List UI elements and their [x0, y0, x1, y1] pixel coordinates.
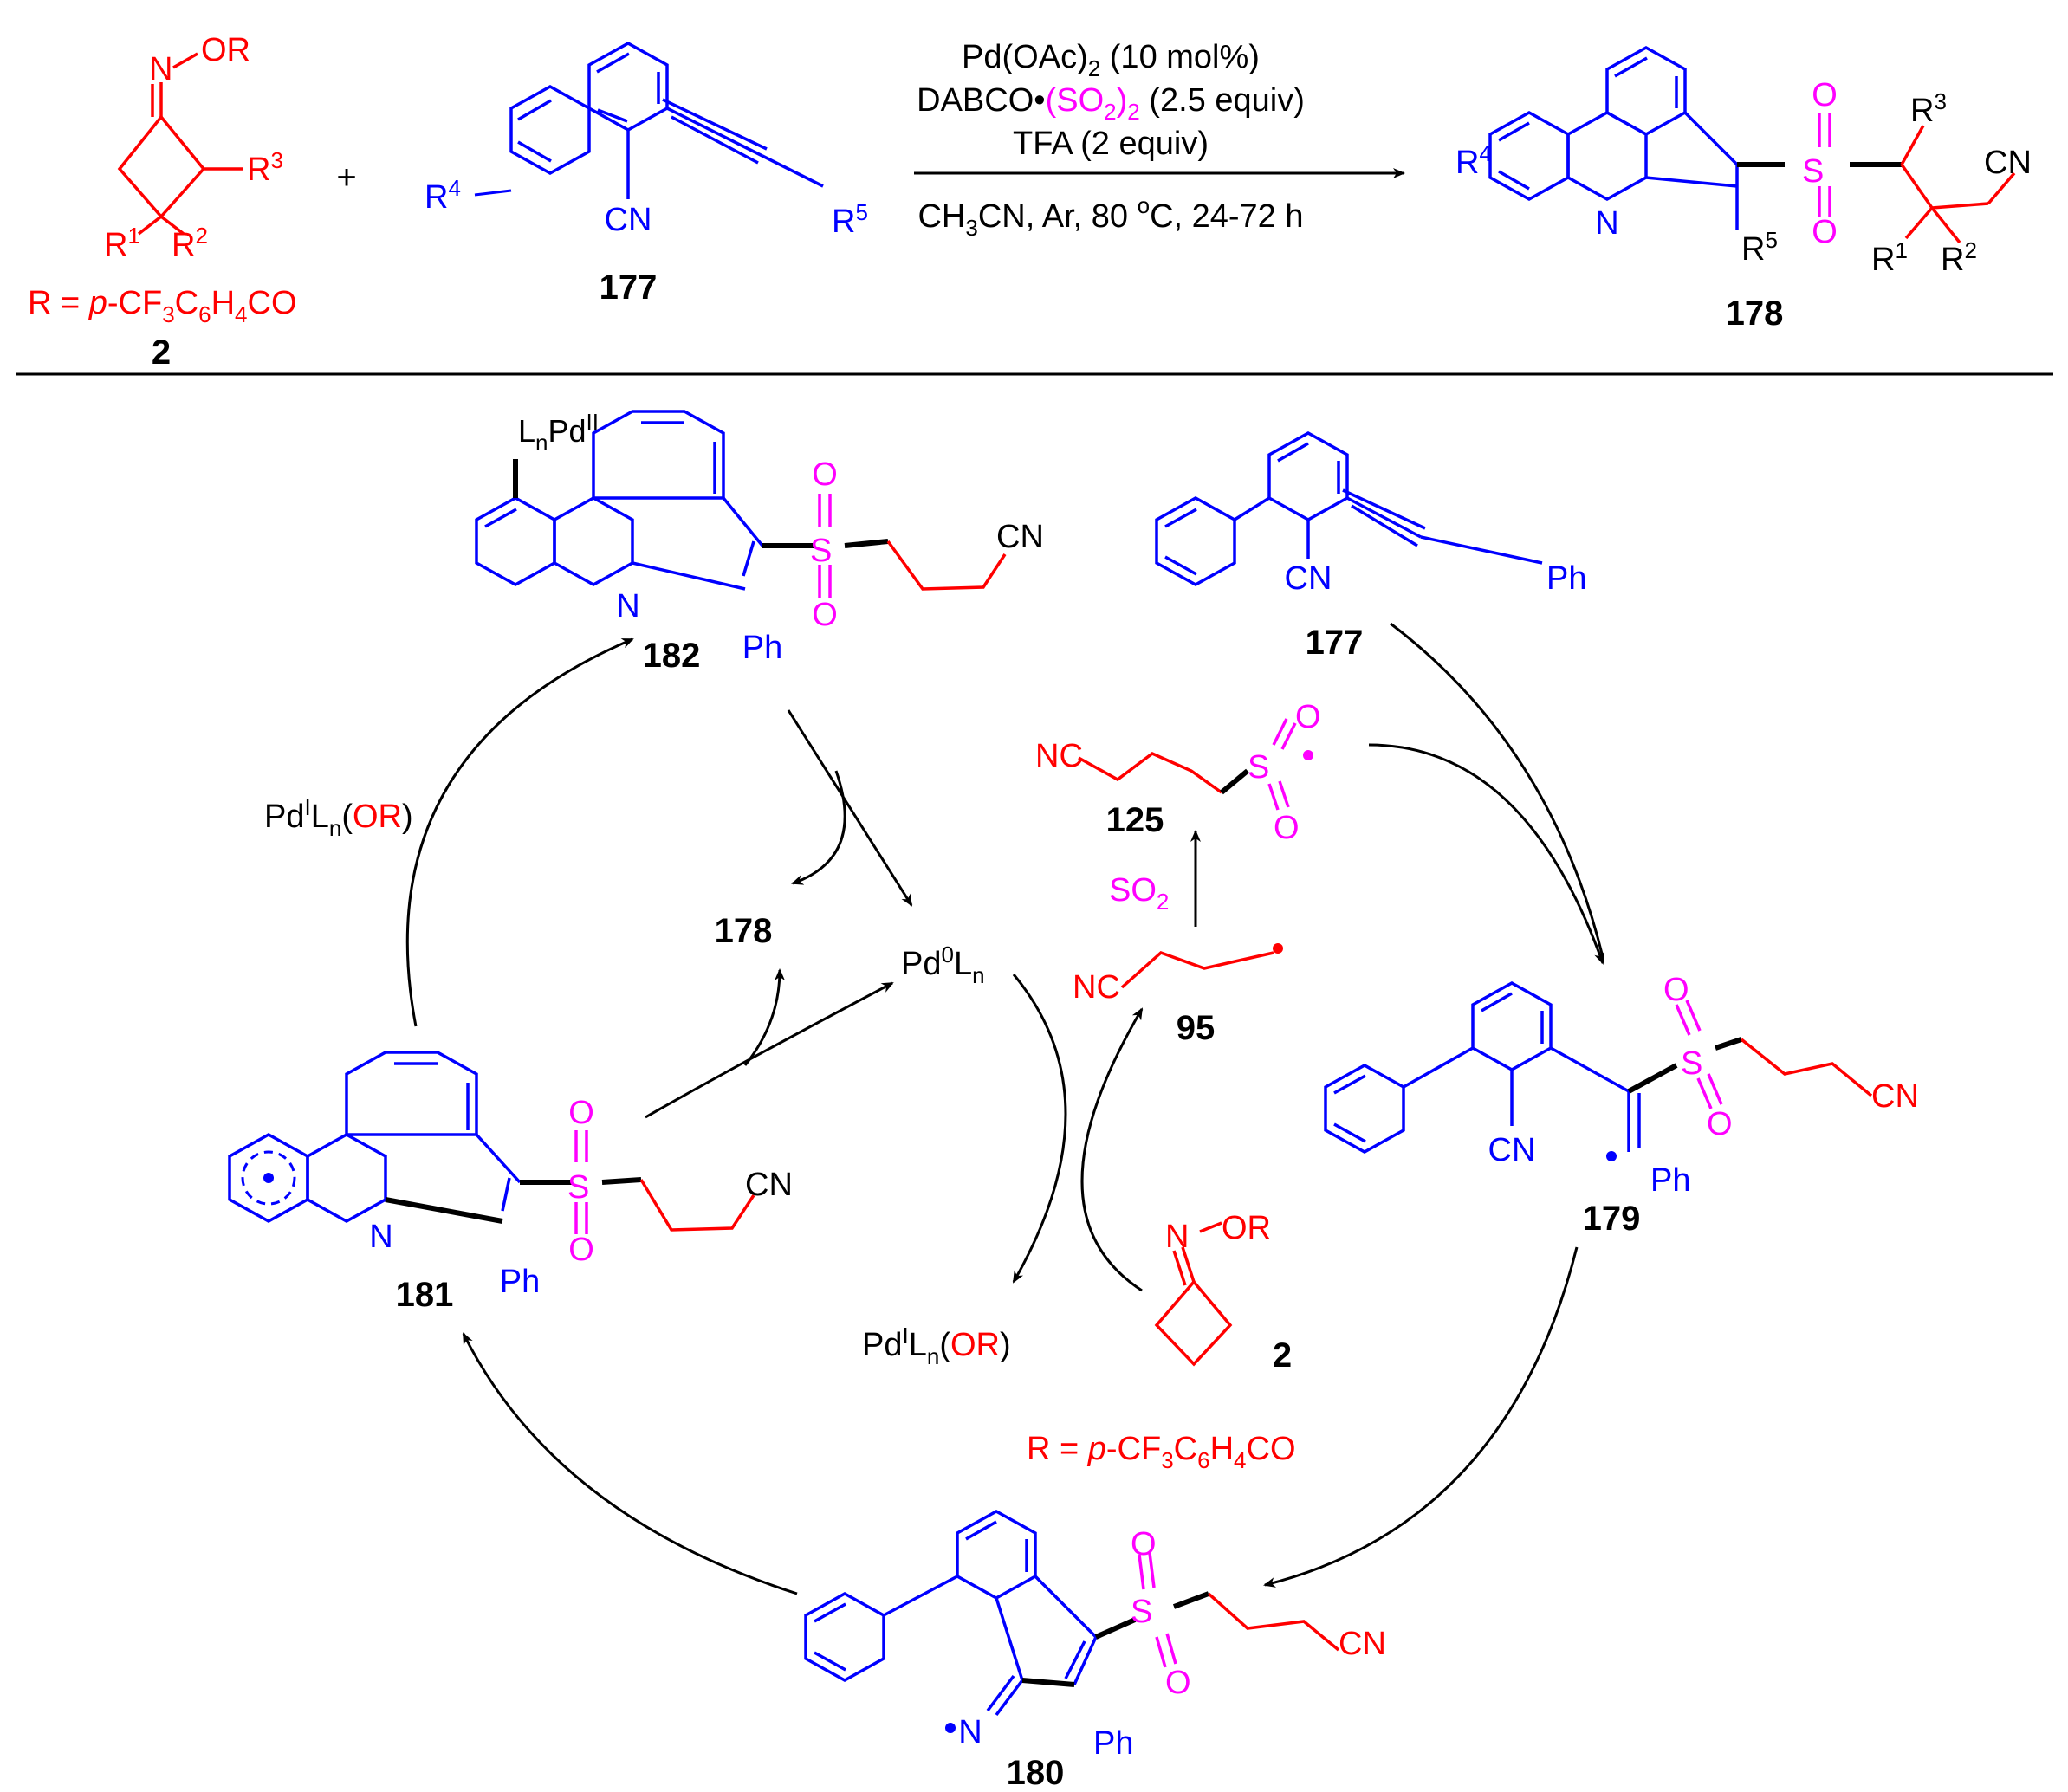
oxygen-181-bottom: O — [568, 1232, 594, 1268]
quinoline-n-label: N — [1595, 205, 1618, 242]
r2-label: R2 — [172, 223, 208, 263]
oxygen-181-top: O — [568, 1095, 594, 1131]
arrow-181-to-pd0 — [645, 981, 894, 1119]
r4-label-product: R4 — [1455, 140, 1492, 181]
sulfonyl-o-top: O — [1812, 77, 1838, 113]
r5-label: R5 — [832, 199, 868, 240]
r3-label: R3 — [247, 147, 283, 188]
nitrile-177: CN — [1285, 560, 1332, 597]
compound-95: NC 95 — [1073, 943, 1283, 1047]
compound-number-177-top: 177 — [600, 268, 658, 307]
arrow-181-to-182 — [405, 637, 634, 1027]
nitrile-182: CN — [996, 519, 1044, 555]
nitrile-181: CN — [745, 1167, 793, 1203]
compound-2-top: N OR R3 R1 R2 R = p-CF3C6H4CO 2 — [28, 32, 297, 372]
phenyl-181: Ph — [500, 1264, 540, 1300]
quinoline-n-182: N — [616, 588, 639, 624]
oxime-n-cycle: N — [1165, 1219, 1189, 1255]
r4-label: R4 — [425, 175, 461, 216]
nitrile-125: NC — [1035, 738, 1083, 774]
sulfur-179: S — [1681, 1045, 1702, 1082]
reaction-conditions: Pd(OAc)2 (10 mol%) DABCO•(SO2)2 (2.5 equ… — [914, 39, 1405, 241]
compound-number-181: 181 — [396, 1276, 454, 1314]
compound-125: NC S O O 125 — [1035, 699, 1321, 846]
r-definition: R = p-CF3C6H4CO — [28, 285, 297, 327]
oxygen-179-bottom: O — [1707, 1106, 1733, 1142]
oxime-or-cycle: OR — [1222, 1210, 1271, 1246]
arrow-release-178-top — [791, 770, 846, 885]
oxygen-182-top: O — [812, 456, 838, 493]
r3-label-product: R3 — [1910, 88, 1947, 129]
oxygen-180-bottom: O — [1165, 1665, 1191, 1701]
compound-178-top: R4 N S O O R5 R3 CN R1 R2 178 — [1455, 45, 2032, 333]
sulfur-180: S — [1131, 1594, 1152, 1630]
sulfur-182: S — [810, 533, 832, 569]
arrow-179-to-180 — [1263, 1246, 1579, 1588]
solvent-text: CH3CN, Ar, 80 oC, 24-72 h — [917, 192, 1303, 241]
oxygen-182-bottom: O — [812, 597, 838, 633]
nitrile-180: CN — [1339, 1626, 1386, 1662]
nitrile-label: CN — [605, 202, 652, 238]
phenyl-179: Ph — [1650, 1162, 1690, 1199]
catalyst-text: Pd(OAc)2 (10 mol%) — [962, 39, 1260, 81]
compound-182: LnPdII N S O O CN Ph 182 — [475, 409, 1044, 675]
nitrile-179-chain: CN — [1871, 1078, 1919, 1115]
compound-177-cycle: CN Ph 177 — [1155, 430, 1586, 662]
arrow-180-to-181 — [462, 1332, 798, 1595]
arrow-oxime-to-radical — [1080, 1007, 1144, 1292]
sulfonyl-o-bottom: O — [1812, 214, 1838, 250]
phenyl-180: Ph — [1093, 1725, 1133, 1762]
arrow-release-178-bottom — [743, 968, 785, 1066]
pd-ii-label: LnPdII — [518, 409, 599, 456]
r1-label: R1 — [104, 223, 140, 263]
compound-177-top: R4 CN R5 177 — [425, 41, 868, 307]
phenyl-182: Ph — [742, 630, 782, 666]
compound-180: N S O O CN Ph 180 — [804, 1509, 1386, 1792]
oxygen-179-top: O — [1663, 972, 1689, 1008]
compound-181: N S O O CN Ph 181 — [228, 1051, 793, 1314]
dabco-text: DABCO•(SO2)2 (2.5 equiv) — [917, 82, 1305, 125]
compound-2-cycle: N OR 2 R = p-CF3C6H4CO — [1027, 1210, 1296, 1473]
compound-number-178-top: 178 — [1726, 294, 1784, 333]
oxygen-125-top: O — [1295, 699, 1321, 735]
compound-number-177-cycle: 177 — [1306, 624, 1364, 662]
oxygen-125-bottom: O — [1274, 810, 1300, 846]
arrow-125-to-179 — [1368, 743, 1604, 965]
imine-n-180: N — [958, 1714, 982, 1750]
compound-179: S O O CN CN Ph 179 — [1324, 972, 1919, 1238]
so2-label: SO2 — [1109, 872, 1169, 915]
plus-sign: + — [336, 158, 356, 197]
oxime-n-label: N — [149, 51, 172, 87]
arrow-182-to-pd0 — [787, 709, 913, 907]
sulfur-label: S — [1802, 153, 1824, 190]
compound-number-95: 95 — [1177, 1009, 1216, 1047]
r5-label-product: R5 — [1741, 227, 1778, 268]
compound-number-178-cycle: 178 — [715, 912, 773, 950]
tfa-text: TFA (2 equiv) — [1013, 126, 1209, 162]
nitrile-label-product: CN — [1984, 145, 2032, 181]
phenyl-177: Ph — [1546, 560, 1586, 597]
pdi-label-left: PdILn(OR) — [264, 794, 413, 841]
compound-number-125: 125 — [1106, 801, 1164, 839]
arrow-pd0-to-pdi — [1012, 974, 1067, 1284]
compound-number-2: 2 — [152, 333, 171, 372]
r1-label-product: R1 — [1871, 237, 1908, 278]
nitrile-179-aryl: CN — [1488, 1132, 1536, 1168]
nitrile-95: NC — [1073, 969, 1120, 1006]
compound-number-179: 179 — [1583, 1200, 1641, 1238]
compound-number-2-cycle: 2 — [1273, 1336, 1292, 1375]
r-definition-cycle: R = p-CF3C6H4CO — [1027, 1431, 1296, 1473]
oxime-or-label: OR — [201, 32, 250, 68]
compound-number-180: 180 — [1007, 1754, 1065, 1792]
pd0-label: Pd0Ln — [901, 941, 985, 988]
sulfur-181: S — [567, 1169, 589, 1206]
sulfur-125: S — [1248, 749, 1269, 786]
arrow-177-to-179 — [1390, 622, 1604, 958]
pdi-label-bottom: PdILn(OR) — [862, 1323, 1011, 1369]
compound-number-182: 182 — [643, 637, 701, 675]
oxygen-180-top: O — [1131, 1526, 1157, 1562]
r2-label-product: R2 — [1941, 237, 1977, 278]
quinoline-n-181: N — [369, 1219, 392, 1255]
